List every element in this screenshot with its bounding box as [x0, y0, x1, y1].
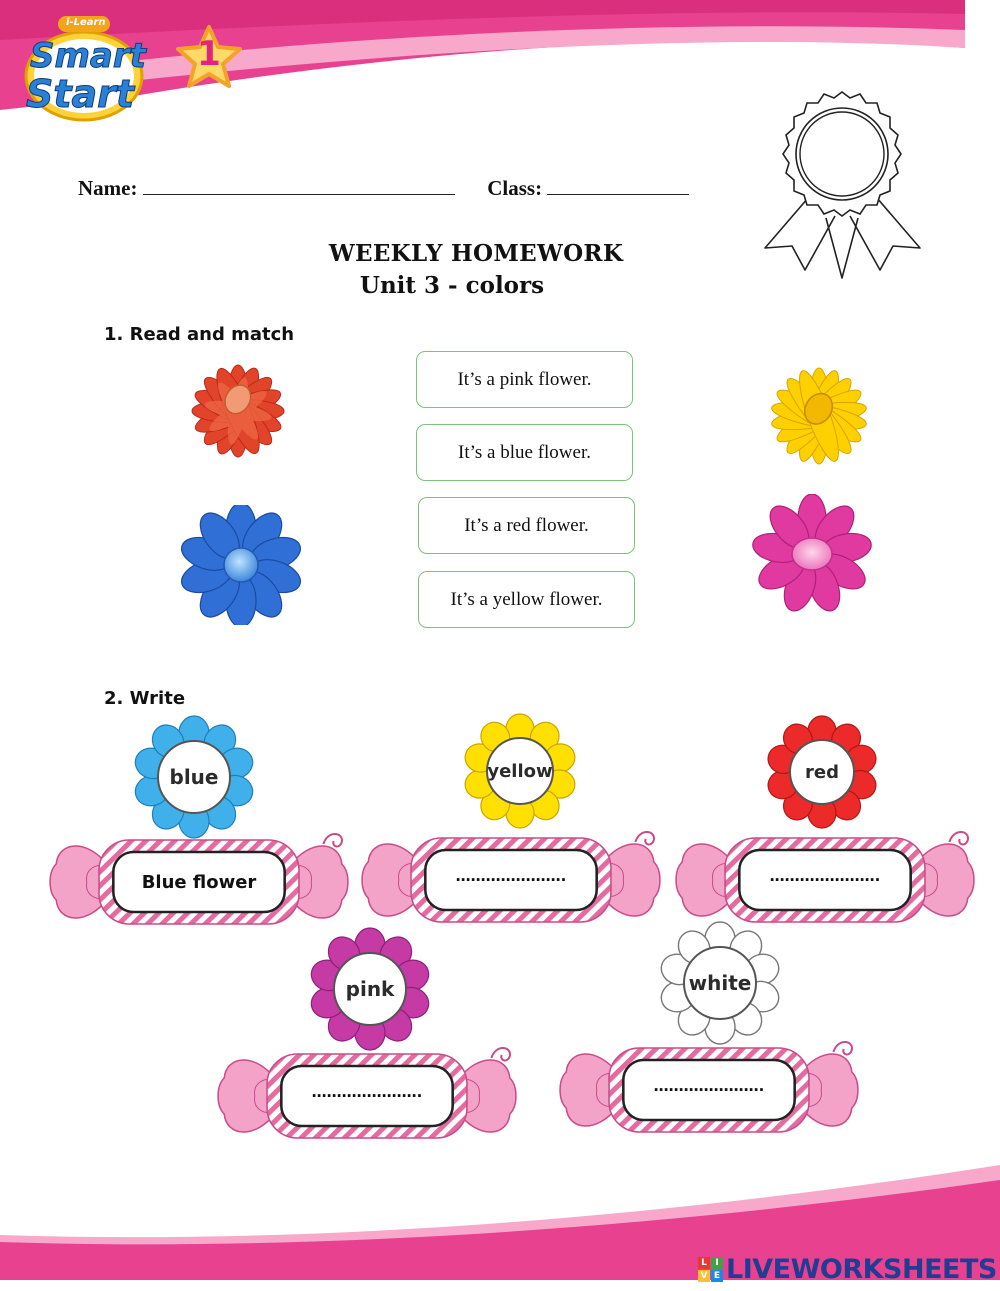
red-flower-image: [191, 364, 285, 458]
flower-icon: [660, 921, 780, 1045]
answer-candy-white: ………………….: [556, 1030, 862, 1150]
unit-title: Unit 3 - colors: [359, 272, 545, 299]
class-blank[interactable]: [547, 176, 690, 195]
flower-icon: [310, 927, 430, 1051]
brand-letter-e: E: [711, 1270, 723, 1282]
level-badge: 1: [174, 24, 244, 90]
answer-field-red[interactable]: ………………….: [769, 867, 881, 885]
logo-line1: Smart: [30, 36, 147, 77]
word-flower-yellow: yellow: [462, 713, 578, 829]
sentence-box-yellow[interactable]: It’s a yellow flower.: [418, 571, 635, 628]
sentence-box-blue[interactable]: It’s a blue flower.: [416, 424, 633, 481]
blue-flower-image: [181, 505, 301, 625]
flower-icon: [134, 715, 254, 839]
word-label-blue: blue: [169, 765, 219, 789]
section2-heading: 2. Write: [104, 688, 186, 709]
page-title: WEEKLY HOMEWORK: [328, 240, 624, 267]
section1-heading: 1. Read and match: [104, 324, 295, 345]
class-label: Class:: [487, 176, 543, 200]
answer-candy-yellow: ………………….: [358, 820, 664, 940]
brand-letter-i: I: [711, 1257, 723, 1269]
word-label-pink: pink: [345, 977, 395, 1001]
header-band: [0, 0, 965, 110]
star-badge-icon: [176, 25, 242, 88]
ribbon-award-icon: [764, 91, 921, 279]
answer-field-pink[interactable]: ………………….: [311, 1083, 423, 1101]
answer-candy-pink: ………………….: [214, 1036, 520, 1156]
logo-badge-icon: [24, 16, 144, 122]
logo-small-label: i-Learn: [66, 17, 106, 28]
pink-flower-image: [752, 494, 872, 612]
flower-icon: [767, 715, 877, 829]
smart-start-logo: i-Learn Smart Start: [18, 14, 148, 124]
sentence-box-red[interactable]: It’s a red flower.: [418, 497, 635, 554]
answer-candy-red: ………………….: [672, 820, 978, 940]
brand-letter-v: V: [698, 1270, 710, 1282]
name-class-line: Name: Class:: [78, 176, 690, 201]
level-number: 1: [197, 34, 221, 74]
answer-candy-blue: Blue flower: [46, 822, 352, 942]
answer-field-white[interactable]: ………………….: [653, 1077, 765, 1095]
liveworksheets-brand[interactable]: LIVEWORKSHEETS: [726, 1254, 997, 1285]
logo-line2: Start: [25, 72, 135, 117]
word-label-yellow: yellow: [487, 760, 553, 782]
yellow-flower-image: [771, 367, 867, 465]
word-label-white: white: [688, 971, 752, 995]
sentence-box-pink[interactable]: It’s a pink flower.: [416, 351, 633, 408]
brand-letter-l: L: [698, 1257, 710, 1269]
answer-field-yellow[interactable]: ………………….: [455, 867, 567, 885]
name-blank[interactable]: [142, 176, 455, 195]
liveworksheets-logo: L I V E: [698, 1257, 724, 1283]
word-flower-blue: blue: [132, 715, 256, 839]
footer-band: [0, 1165, 1000, 1291]
word-flower-red: red: [765, 715, 879, 829]
word-flower-pink: pink: [308, 927, 432, 1051]
word-flower-white: white: [658, 921, 782, 1045]
answer-field-blue[interactable]: Blue flower: [141, 871, 257, 893]
flower-icon: [464, 713, 576, 829]
name-label: Name:: [78, 176, 138, 200]
word-label-red: red: [805, 761, 839, 783]
